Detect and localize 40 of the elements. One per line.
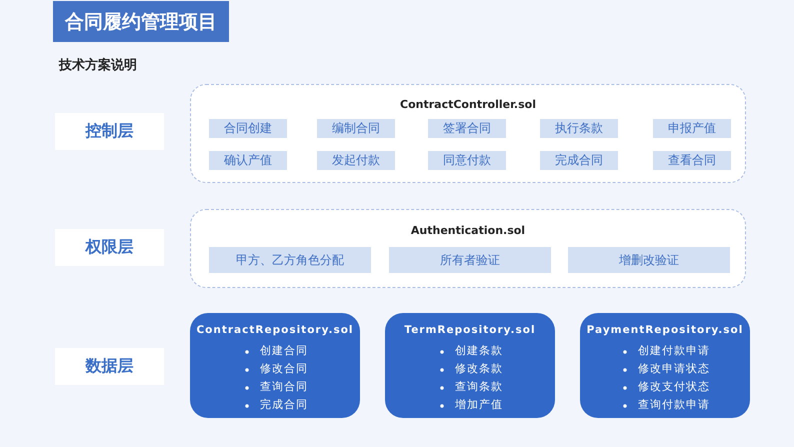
function-box: 增删改验证 bbox=[568, 247, 730, 273]
bullet-item: 完成合同 bbox=[242, 397, 308, 412]
module-panel bbox=[190, 209, 746, 288]
function-box: 签署合同 bbox=[428, 119, 506, 138]
repository-card bbox=[580, 313, 750, 418]
card-heading: TermRepository.sol bbox=[403, 324, 537, 336]
subtitle: 技术方案说明 bbox=[59, 56, 137, 74]
function-box: 查看合同 bbox=[653, 151, 731, 170]
title-banner: 合同履约管理项目 bbox=[53, 1, 229, 42]
function-box: 执行条款 bbox=[540, 119, 618, 138]
function-box: 所有者验证 bbox=[389, 247, 551, 273]
repository-card bbox=[385, 313, 555, 418]
module-heading: ContractController.sol bbox=[399, 98, 537, 111]
bullet-item: 修改合同 bbox=[242, 361, 308, 376]
function-box: 发起付款 bbox=[317, 151, 395, 170]
function-box: 甲方、乙方角色分配 bbox=[209, 247, 371, 273]
module-panel bbox=[190, 84, 746, 183]
card-heading: ContractRepository.sol bbox=[195, 324, 355, 336]
function-box: 完成合同 bbox=[540, 151, 618, 170]
bullet-item: 创建条款 bbox=[437, 343, 503, 358]
bullet-item: 修改条款 bbox=[437, 361, 503, 376]
function-box: 申报产值 bbox=[653, 119, 731, 138]
layer-label: 控制层 bbox=[55, 113, 164, 150]
bullet-item: 查询付款申请 bbox=[620, 397, 710, 412]
layer-label: 权限层 bbox=[55, 229, 164, 266]
function-box: 合同创建 bbox=[209, 119, 287, 138]
function-box: 确认产值 bbox=[209, 151, 287, 170]
bullet-item: 增加产值 bbox=[437, 397, 503, 412]
function-box: 同意付款 bbox=[428, 151, 506, 170]
layer-label: 数据层 bbox=[55, 348, 164, 385]
bullet-item: 修改申请状态 bbox=[620, 361, 710, 376]
module-heading: Authentication.sol bbox=[410, 224, 526, 237]
repository-card bbox=[190, 313, 360, 418]
bullet-item: 创建合同 bbox=[242, 343, 308, 358]
bullet-item: 创建付款申请 bbox=[620, 343, 710, 358]
bullet-item: 查询合同 bbox=[242, 379, 308, 394]
card-heading: PaymentRepository.sol bbox=[586, 324, 744, 336]
bullet-item: 修改支付状态 bbox=[620, 379, 710, 394]
bullet-item: 查询条款 bbox=[437, 379, 503, 394]
function-box: 编制合同 bbox=[317, 119, 395, 138]
